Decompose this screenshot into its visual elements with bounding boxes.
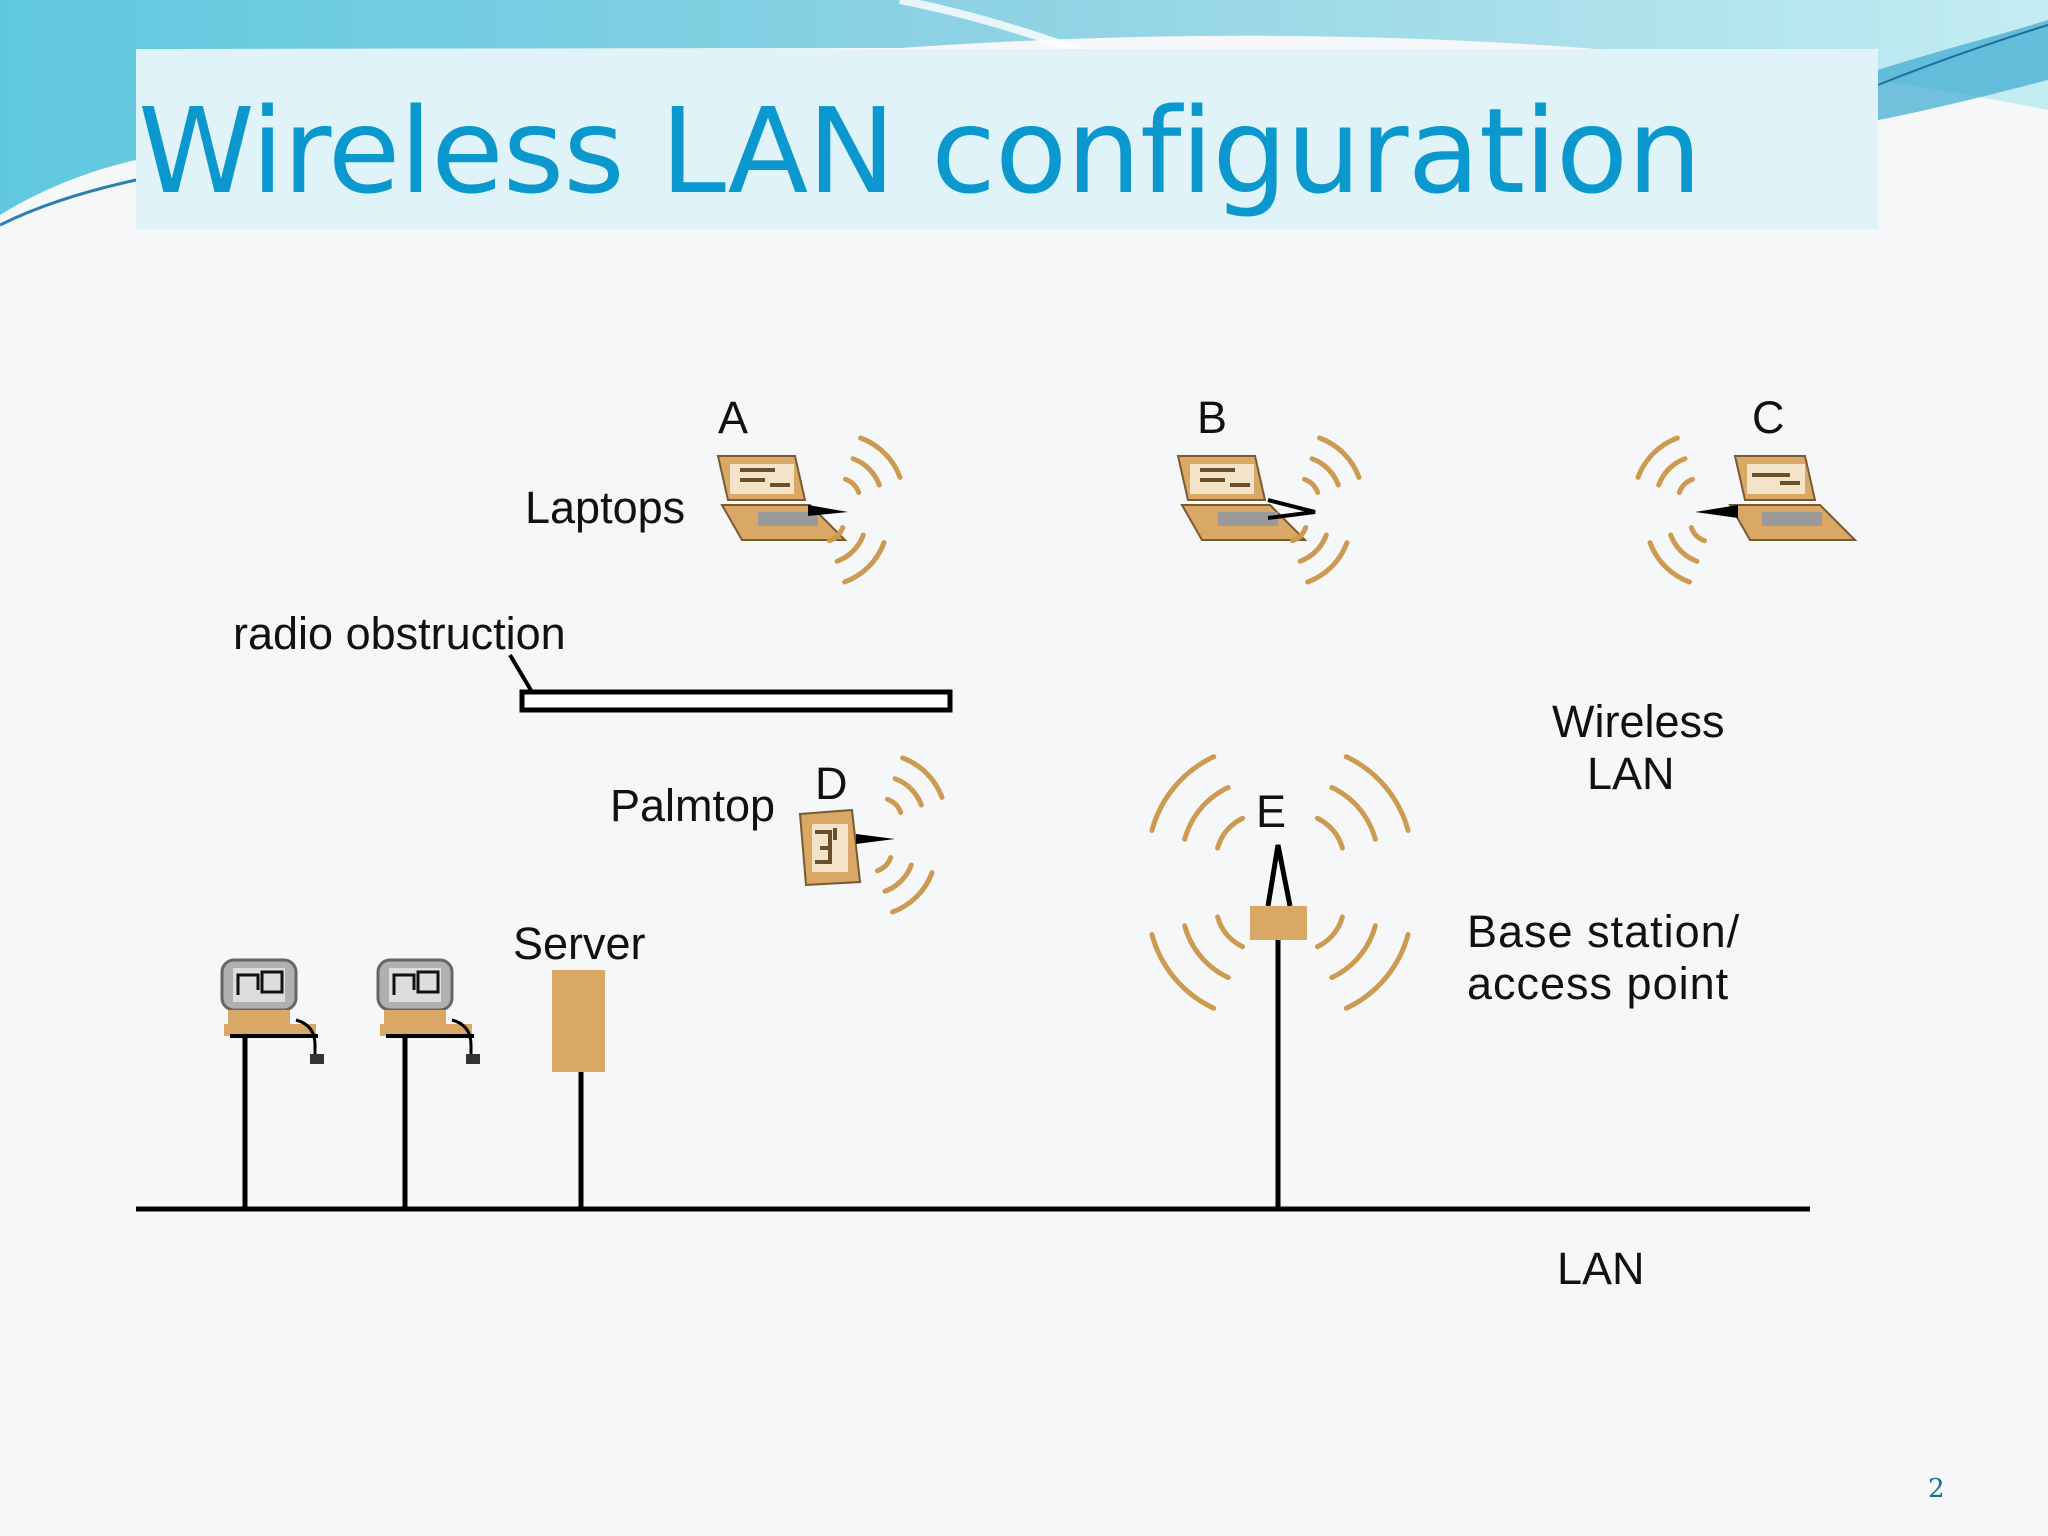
radio-obstruction-bar bbox=[519, 689, 953, 713]
laptop-c-wave-upper-3 bbox=[1635, 435, 1680, 480]
access-point-wave-lower-right-2 bbox=[1329, 923, 1378, 980]
lan-label: LAN bbox=[1557, 1243, 1645, 1294]
palmtop-label: Palmtop bbox=[610, 780, 776, 831]
access-point-wave-upper-right-2 bbox=[1329, 785, 1378, 842]
access-point-wave-lower-left-2 bbox=[1182, 923, 1231, 980]
access-point-wave-upper-left-3 bbox=[1149, 754, 1217, 833]
palmtop-wave-upper-3 bbox=[900, 755, 945, 800]
laptop-a bbox=[716, 455, 848, 541]
palmtop-d bbox=[798, 808, 895, 887]
slide-title: Wireless LAN configuration bbox=[138, 82, 1702, 220]
laptop-b-wave-upper-3 bbox=[1317, 435, 1362, 480]
palmtop-wave-upper-2 bbox=[892, 776, 924, 808]
laptop-c-wave-upper-2 bbox=[1656, 456, 1688, 488]
laptop-a-wave-upper-1 bbox=[843, 476, 862, 495]
radio-waves bbox=[827, 435, 1707, 1011]
laptop-b-wave-lower-3 bbox=[1305, 540, 1350, 585]
access-point-wave-upper-left-1 bbox=[1215, 815, 1246, 851]
title-banner bbox=[136, 49, 1878, 229]
palmtop-wave-lower-3 bbox=[890, 870, 935, 915]
page-number: 2 bbox=[1928, 1474, 1945, 1504]
laptop-b-wave-upper-1 bbox=[1302, 476, 1321, 495]
palmtop-wave-lower-1 bbox=[875, 855, 894, 874]
workstation-1 bbox=[220, 958, 324, 1064]
palmtop-wave-lower-2 bbox=[882, 862, 914, 894]
access-point-wave-lower-right-1 bbox=[1314, 914, 1345, 950]
laptop-b-wave-lower-2 bbox=[1297, 532, 1329, 564]
wireless-lan-label-line1: Wireless bbox=[1552, 696, 1725, 747]
access-point-e-label: E bbox=[1256, 786, 1287, 837]
access-point-wave-upper-right-1 bbox=[1314, 815, 1345, 851]
access-point-wave-lower-left-3 bbox=[1149, 932, 1217, 1011]
access-point-wave-upper-left-2 bbox=[1182, 785, 1231, 842]
base-station-label-line2: access point bbox=[1467, 958, 1730, 1009]
palmtop-wave-upper-1 bbox=[885, 796, 904, 815]
laptop-a-label: A bbox=[718, 392, 749, 443]
laptop-a-wave-lower-3 bbox=[842, 540, 887, 585]
base-station-label-line1: Base station/ bbox=[1467, 906, 1741, 957]
laptop-c-wave-lower-3 bbox=[1647, 540, 1692, 585]
laptop-b-wave-lower-1 bbox=[1290, 525, 1309, 544]
laptop-b-wave-upper-2 bbox=[1309, 456, 1341, 488]
laptop-a-wave-upper-2 bbox=[850, 456, 882, 488]
access-point-e bbox=[1250, 844, 1307, 940]
access-point-wave-lower-right-3 bbox=[1343, 932, 1411, 1011]
server-label: Server bbox=[513, 918, 646, 969]
laptop-c-label: C bbox=[1752, 392, 1785, 443]
laptop-a-wave-lower-1 bbox=[827, 525, 846, 544]
laptop-c-wave-lower-1 bbox=[1688, 525, 1707, 544]
laptop-a-wave-upper-3 bbox=[858, 435, 903, 480]
radio-obstruction-label: radio obstruction bbox=[233, 608, 566, 659]
server-box bbox=[552, 970, 605, 1072]
palmtop-d-label: D bbox=[815, 758, 848, 809]
laptop-c-wave-upper-1 bbox=[1676, 476, 1695, 495]
workstation-2 bbox=[376, 958, 480, 1064]
access-point-wave-upper-right-3 bbox=[1343, 754, 1411, 833]
laptop-a-wave-lower-2 bbox=[834, 532, 866, 564]
access-point-box bbox=[1250, 906, 1307, 940]
laptop-b-label: B bbox=[1197, 392, 1228, 443]
laptop-b bbox=[1176, 455, 1316, 541]
laptop-c-wave-lower-2 bbox=[1668, 532, 1700, 564]
wireless-lan-label-line2: LAN bbox=[1587, 748, 1675, 799]
laptops-label: Laptops bbox=[525, 482, 686, 533]
access-point-wave-lower-left-1 bbox=[1215, 914, 1246, 950]
laptop-c bbox=[1695, 455, 1858, 541]
obstruction-pointer-line bbox=[508, 653, 534, 694]
